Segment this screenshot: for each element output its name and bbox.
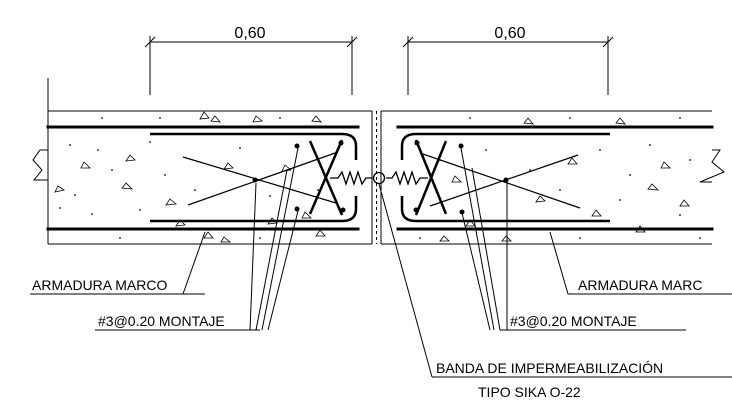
dimension-right — [402, 36, 614, 95]
break-line-right — [699, 149, 725, 183]
hook-bars-left — [150, 132, 358, 223]
label-banda-line2: TIPO SIKA O-22 — [478, 384, 581, 400]
label-montaje-left: #3@0.20 MONTAJE — [98, 313, 225, 329]
label-banda-line1: BANDA DE IMPERMEABILIZACIÓN — [436, 360, 663, 376]
main-reinforcement — [46, 125, 714, 231]
x-bars-left — [182, 151, 339, 206]
dimension-left — [144, 36, 358, 95]
break-line-left — [32, 149, 48, 181]
label-montaje-right: #3@0.20 MONTAJE — [510, 313, 637, 329]
rebar-dots — [252, 140, 509, 215]
label-armadura-marco-left: ARMADURA MARCO — [32, 277, 167, 293]
concrete-specks — [59, 117, 701, 239]
label-armadura-marco-right: ARMADURA MARC — [578, 277, 702, 293]
slab-outline — [47, 78, 712, 245]
leader-lines — [30, 147, 732, 378]
waterstop — [330, 169, 428, 187]
dimension-right-label: 0,60 — [494, 25, 525, 42]
dimension-left-label: 0,60 — [234, 25, 265, 42]
x-bars-right — [419, 152, 581, 209]
concrete-hatch — [54, 111, 690, 243]
